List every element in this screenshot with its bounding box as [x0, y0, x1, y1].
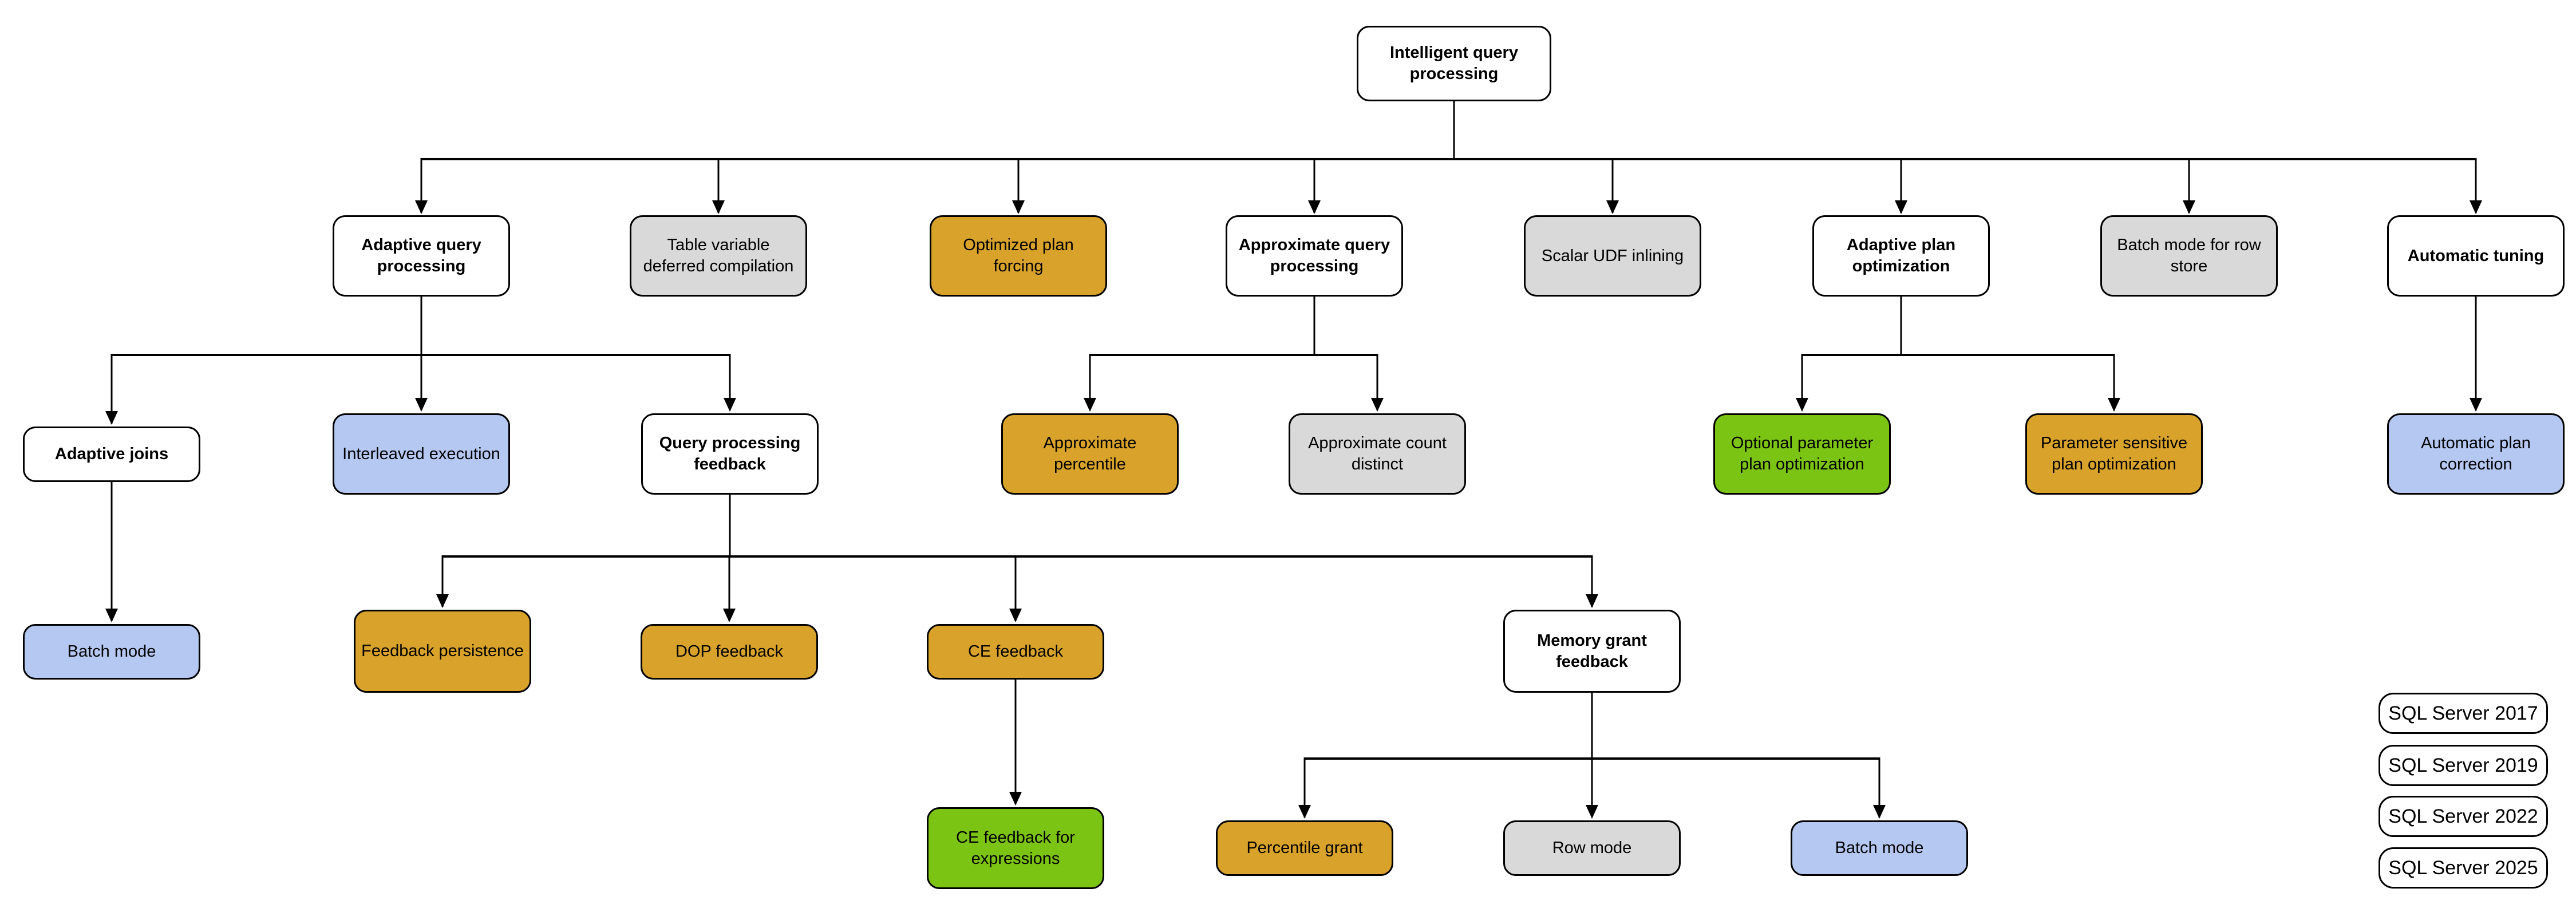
node-batch-mode-memory-grant: Batch mode: [1791, 820, 1968, 876]
node-approximate-count-distinct: Approximate count distinct: [1289, 413, 1466, 495]
node-scalar-udf-inlining: Scalar UDF inlining: [1524, 215, 1701, 297]
node-ce-feedback-for-expressions: CE feedback for expressions: [927, 807, 1104, 889]
node-percentile-grant: Percentile grant: [1216, 820, 1393, 876]
node-table-variable-deferred-compilation: Table variable deferred compilation: [630, 215, 807, 297]
node-adaptive-query-processing: Adaptive query processing: [333, 215, 510, 297]
node-intelligent-query-processing: Intelligent query processing: [1357, 26, 1551, 101]
node-adaptive-joins: Adaptive joins: [23, 427, 200, 482]
node-approximate-percentile: Approximate percentile: [1001, 413, 1179, 495]
node-feedback-persistence: Feedback persistence: [354, 610, 531, 693]
node-approximate-query-processing: Approximate query processing: [1226, 215, 1403, 297]
node-optimized-plan-forcing: Optimized plan forcing: [930, 215, 1107, 297]
node-query-processing-feedback: Query processing feedback: [641, 413, 819, 495]
node-automatic-plan-correction: Automatic plan correction: [2387, 413, 2565, 495]
node-batch-mode-for-row-store: Batch mode for row store: [2100, 215, 2278, 297]
node-ce-feedback: CE feedback: [927, 624, 1104, 680]
node-dop-feedback: DOP feedback: [641, 624, 818, 680]
legend-item-sql-server-2022: SQL Server 2022: [2379, 796, 2548, 837]
legend-item-sql-server-2017: SQL Server 2017: [2379, 693, 2548, 734]
node-interleaved-execution: Interleaved execution: [333, 413, 510, 495]
legend-item-sql-server-2025: SQL Server 2025: [2379, 847, 2548, 889]
node-optional-parameter-plan-optimization: Optional parameter plan optimization: [1713, 413, 1891, 495]
node-memory-grant-feedback: Memory grant feedback: [1503, 610, 1681, 693]
node-automatic-tuning: Automatic tuning: [2387, 215, 2565, 297]
legend-item-sql-server-2019: SQL Server 2019: [2379, 745, 2548, 786]
node-adaptive-plan-optimization: Adaptive plan optimization: [1812, 215, 1990, 297]
node-batch-mode-adaptive-joins: Batch mode: [23, 624, 200, 680]
node-row-mode: Row mode: [1503, 820, 1681, 876]
node-parameter-sensitive-plan-optimization: Parameter sensitive plan optimization: [2025, 413, 2203, 495]
